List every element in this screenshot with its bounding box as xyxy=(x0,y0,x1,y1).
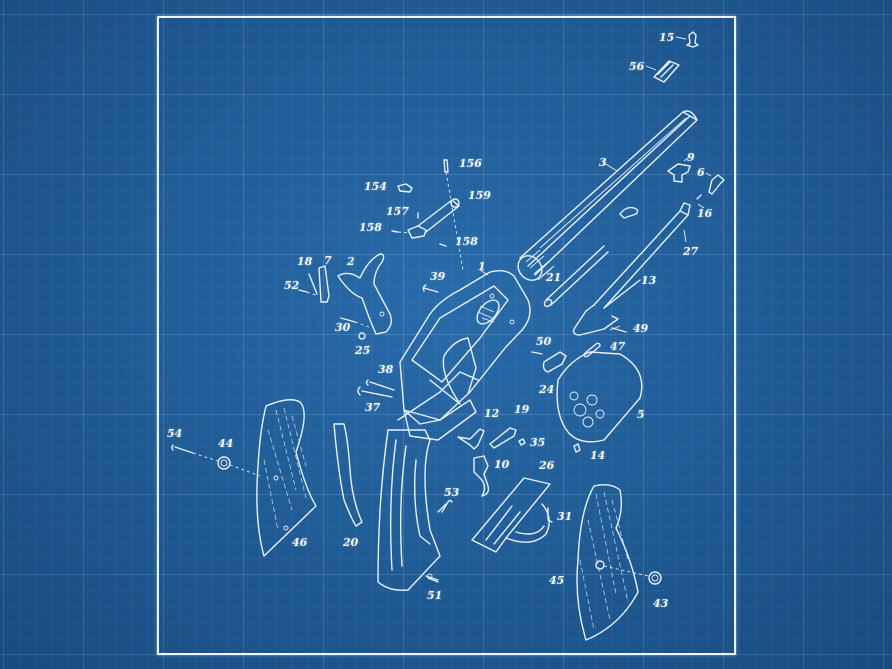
label-part-54: 54 xyxy=(167,427,183,440)
part-20-mainspring xyxy=(333,423,363,527)
part-54-grip-screw xyxy=(171,444,219,462)
label-part-38: 38 xyxy=(378,363,394,376)
label-part-30: 30 xyxy=(335,321,351,334)
label-part-7: 7 xyxy=(324,254,332,267)
label-part-24: 24 xyxy=(539,383,555,396)
label-part-10: 10 xyxy=(494,458,510,471)
part-47-link xyxy=(583,342,601,358)
label-part-27: 27 xyxy=(683,245,699,258)
label-part-47: 47 xyxy=(610,340,626,353)
safety-parts-group xyxy=(391,159,464,271)
part-53-51-screws xyxy=(425,499,453,581)
label-part-39: 39 xyxy=(430,270,446,283)
part-2-hammer xyxy=(337,253,393,335)
part-39-hammer-screw xyxy=(422,284,439,293)
label-part-14: 14 xyxy=(590,449,606,462)
part-3-barrel xyxy=(517,110,698,281)
label-part-157: 157 xyxy=(386,205,409,218)
part-24-plunger xyxy=(531,351,567,373)
part-26-trigger-guard xyxy=(471,477,553,553)
part-45-grip-right xyxy=(576,483,639,641)
label-part-1: 1 xyxy=(478,260,486,273)
label-part-159: 159 xyxy=(468,189,491,202)
label-part-6: 6 xyxy=(697,166,705,179)
part-1-frame xyxy=(399,269,531,425)
label-part-49: 49 xyxy=(633,322,649,335)
label-part-26: 26 xyxy=(539,459,555,472)
label-part-12: 12 xyxy=(484,407,500,420)
part-44-escutcheon xyxy=(217,456,261,477)
label-part-19: 19 xyxy=(514,403,530,416)
part-13-loading-lever xyxy=(572,202,691,336)
part-10-trigger xyxy=(473,455,490,497)
label-part-156: 156 xyxy=(459,157,482,170)
part-6-front-sight xyxy=(696,172,725,209)
part-37-38-screws xyxy=(357,379,395,398)
label-part-154: 154 xyxy=(364,180,387,193)
label-part-53: 53 xyxy=(444,486,460,499)
part-30-hammer-pin xyxy=(340,317,373,340)
part-46-grip-left xyxy=(256,399,317,557)
label-part-51: 51 xyxy=(427,589,443,602)
label-part-158-left: 158 xyxy=(359,221,382,234)
label-part-21: 21 xyxy=(546,271,562,284)
label-part-18: 18 xyxy=(297,255,313,268)
label-part-37: 37 xyxy=(365,401,381,414)
label-part-43: 43 xyxy=(653,597,669,610)
label-part-31: 31 xyxy=(557,510,573,523)
label-part-52: 52 xyxy=(284,279,300,292)
drawing-frame-border xyxy=(157,16,736,655)
label-part-44: 44 xyxy=(218,437,234,450)
part-9-barrel-wedge xyxy=(667,157,691,183)
label-part-45: 45 xyxy=(549,574,565,587)
label-part-46: 46 xyxy=(292,536,308,549)
label-part-5: 5 xyxy=(637,408,645,421)
part-56-wedge-spring xyxy=(645,60,680,83)
part-19-spring xyxy=(489,427,526,449)
label-part-3: 3 xyxy=(599,156,607,169)
label-part-50: 50 xyxy=(536,335,552,348)
label-part-25: 25 xyxy=(355,344,371,357)
part-43-escutcheon xyxy=(603,565,662,585)
label-part-15: 15 xyxy=(659,31,675,44)
label-part-158-right: 158 xyxy=(455,235,478,248)
part-12-bolt xyxy=(457,428,485,450)
label-part-13: 13 xyxy=(641,274,657,287)
part-21-cylinder-pin xyxy=(543,245,609,308)
label-part-56: 56 xyxy=(629,60,645,73)
label-part-9: 9 xyxy=(687,151,695,164)
label-part-16: 16 xyxy=(697,207,713,220)
label-part-2: 2 xyxy=(347,255,355,268)
part-49-link-pin xyxy=(611,327,627,333)
part-5-cylinder xyxy=(556,351,643,453)
part-15-wedge-screw xyxy=(675,31,699,48)
label-part-20: 20 xyxy=(343,536,359,549)
part-7-hand xyxy=(298,265,330,303)
label-part-35: 35 xyxy=(530,436,546,449)
backstrap-grip-frame xyxy=(377,371,479,592)
